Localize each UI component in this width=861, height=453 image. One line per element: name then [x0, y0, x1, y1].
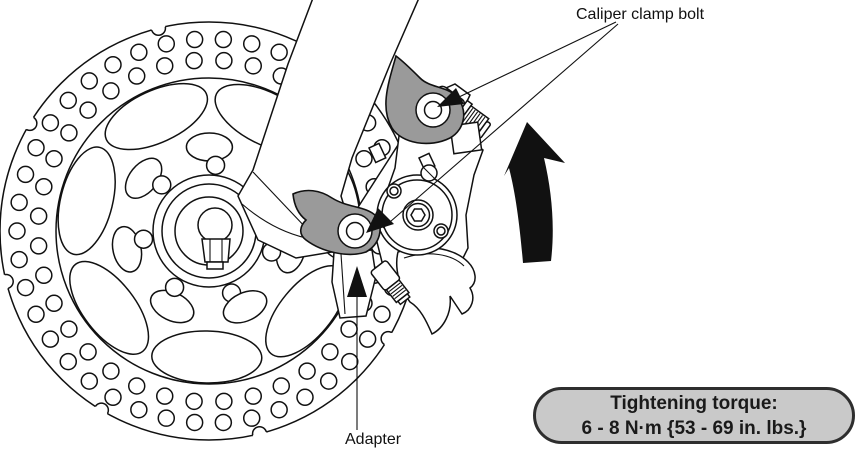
- adapter-callout: [347, 266, 367, 430]
- adapter-arrowhead: [347, 266, 367, 297]
- axle-end: [197, 207, 233, 243]
- tighten-direction-arrow-icon: [504, 122, 565, 263]
- caliper-lower-arm: [396, 246, 476, 336]
- hose-thread-fitting: [370, 260, 411, 306]
- center-fixing-bolt: [402, 199, 434, 231]
- dropout-inner-edge: [252, 171, 309, 231]
- quick-release-end: [201, 238, 231, 263]
- caliper-clamp-bolt-callout: [366, 21, 619, 233]
- torque-note-title: Tightening torque:: [610, 392, 778, 414]
- dropout-slot: [241, 203, 307, 239]
- caliper-clamp-bolt-label: Caliper clamp bolt: [576, 6, 705, 23]
- adapter-bracket: [292, 54, 465, 256]
- adapter-label: Adapter: [345, 431, 402, 448]
- torque-note-box: Tightening torque: 6 - 8 N·m {53 - 69 in…: [533, 387, 855, 444]
- torque-note-value: 6 - 8 N·m {53 - 69 in. lbs.}: [581, 417, 807, 439]
- callout-arrowhead-top: [437, 88, 464, 107]
- callout-arrowhead-bottom: [366, 208, 394, 233]
- hex-socket: [410, 208, 426, 222]
